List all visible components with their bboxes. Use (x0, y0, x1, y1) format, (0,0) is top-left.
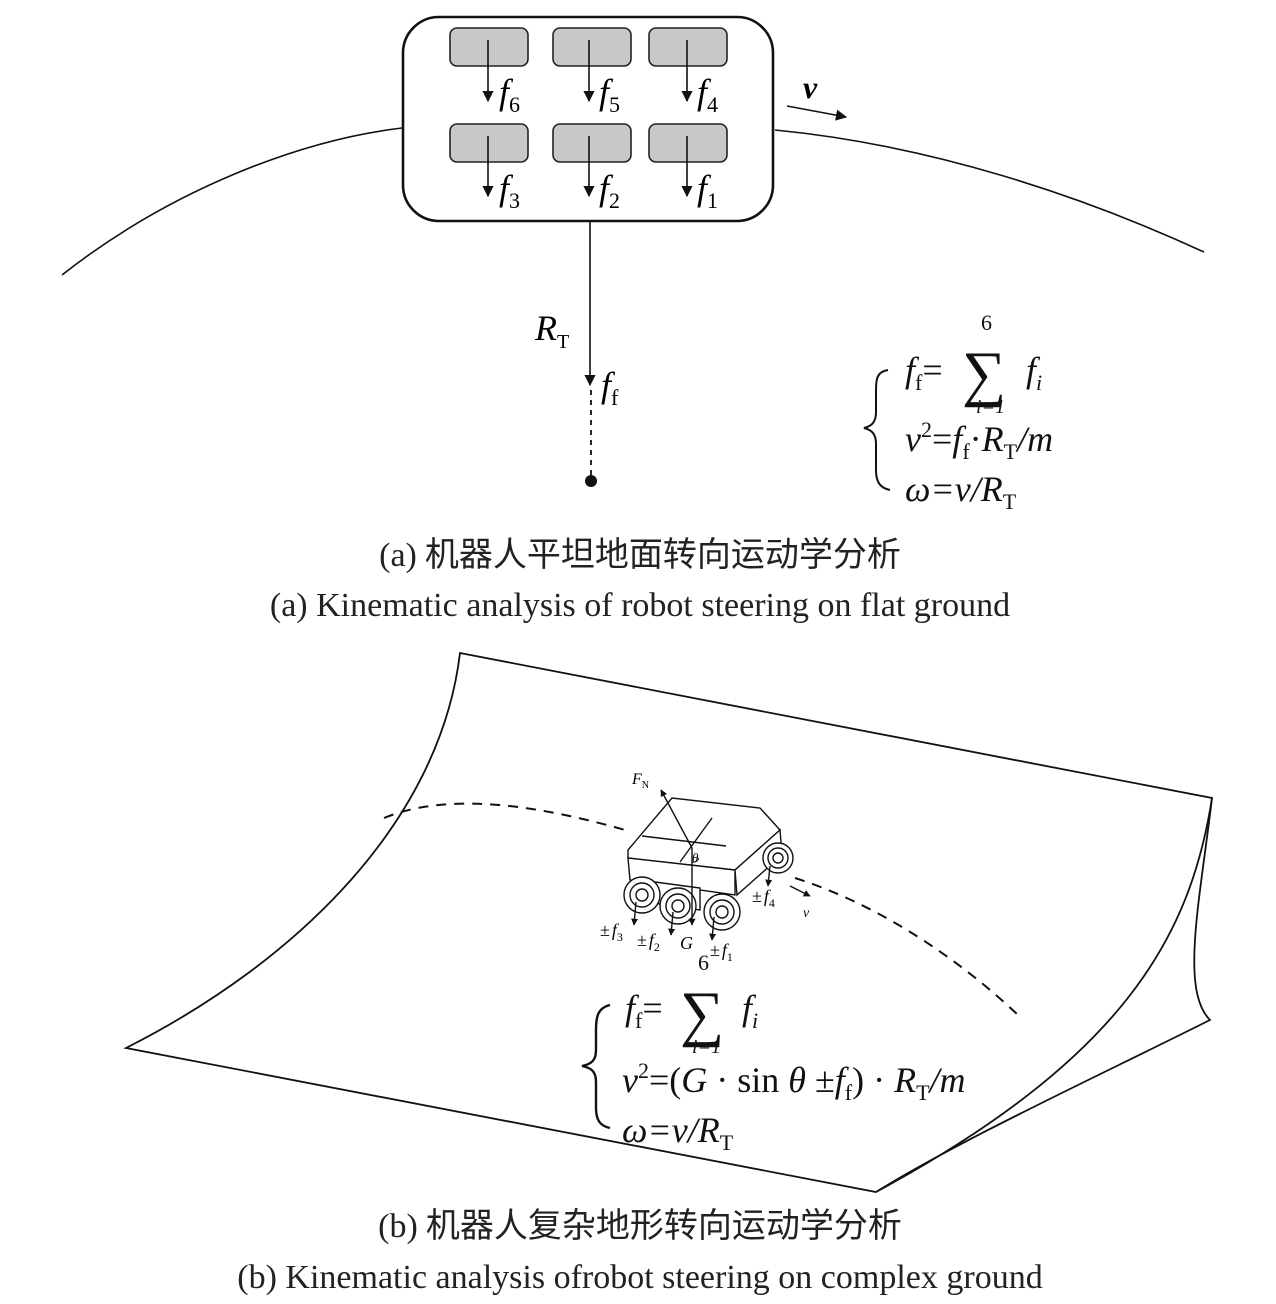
label-b-f2: ±f2 (637, 930, 660, 954)
radius-label: RT (534, 308, 569, 353)
wheel-4 (648, 27, 728, 67)
panel-a: f6 f5 f4 f3 f2 f1 v RT ff ff= ∑ 6 i=1 fi… (61, 15, 1205, 624)
svg-text:fi: fi (1026, 350, 1042, 395)
label-b-f3: ±f3 (600, 920, 623, 944)
wheel-2 (552, 123, 632, 163)
wheel-6 (449, 27, 529, 67)
trajectory-dashed-left (383, 802, 626, 831)
force-arrow-b-f4 (765, 865, 773, 887)
caption-a-zh: (a)机器人平坦地面转向运动学分析 (379, 535, 901, 575)
gravity-label: G (680, 933, 693, 953)
robot-body-top-view (401, 15, 775, 223)
force-arrow-b-f3 (631, 901, 639, 926)
equation-a-3: ω=v/RT (905, 469, 1017, 514)
caption-b-zh: (b)机器人复杂地形转向运动学分析 (378, 1206, 902, 1246)
turning-arc-right (774, 129, 1205, 253)
panel-b: FN θ G v ±f3 ±f2 ±f1 ±f4 ff= ∑ 6 i=1 fi … (123, 651, 1213, 1296)
sum-symbol-b: ∑ (680, 980, 724, 1048)
wheel-5 (552, 27, 632, 67)
angle-arc (691, 857, 700, 863)
equation-a-1: ff= ∑ 6 i=1 fi (905, 310, 1042, 418)
friction-label: ff (601, 365, 619, 410)
turning-center-point (585, 475, 597, 487)
robot-wheel-2 (659, 887, 697, 925)
robot-wheel-1 (703, 893, 741, 931)
robot-front-face (627, 857, 736, 896)
terrain-surface (123, 651, 1213, 1193)
svg-text:ff=: ff= (905, 350, 943, 395)
velocity-label-b: v (803, 906, 810, 921)
equation-b-2: v2=(G · sin θ ±ff) · RT/m (622, 1058, 966, 1105)
normal-force-label: FN (631, 771, 649, 791)
velocity-arrow-b (789, 885, 811, 897)
caption-b-en: (b) Kinematic analysis ofrobot steering … (237, 1259, 1042, 1296)
force-arrow-b-f1 (709, 916, 717, 941)
svg-text:i=1: i=1 (692, 1036, 721, 1058)
equation-brace-a (863, 369, 891, 491)
robot-wheel-4 (762, 842, 794, 874)
equation-b-3: ω=v/RT (622, 1110, 734, 1155)
turning-arc-left (61, 127, 403, 276)
svg-text:6: 6 (698, 950, 709, 975)
equation-brace-b (581, 1003, 611, 1130)
label-b-f1: ±f1 (710, 940, 733, 964)
robot-wheel-3 (623, 876, 661, 914)
sum-symbol-a: ∑ (962, 340, 1006, 408)
caption-a-en: (a) Kinematic analysis of robot steering… (270, 587, 1010, 624)
wheel-3 (449, 123, 529, 163)
terrain-side-edge (875, 797, 1213, 1193)
wheel-1 (648, 123, 728, 163)
velocity-arrow-a (786, 105, 848, 121)
normal-force-arrow (660, 789, 693, 849)
trajectory-dashed-right (794, 877, 1019, 1016)
angle-label: θ (692, 850, 699, 865)
label-b-f4: ±f4 (752, 886, 775, 910)
svg-text:i=1: i=1 (976, 396, 1005, 418)
svg-text:6: 6 (981, 310, 992, 335)
equation-a-2: v2=ff·RT/m (905, 417, 1053, 464)
robot-3d (623, 797, 794, 931)
svg-text:ff=: ff= (625, 988, 663, 1033)
velocity-label-a: v (803, 69, 818, 105)
force-arrow-b-f2 (668, 911, 676, 936)
